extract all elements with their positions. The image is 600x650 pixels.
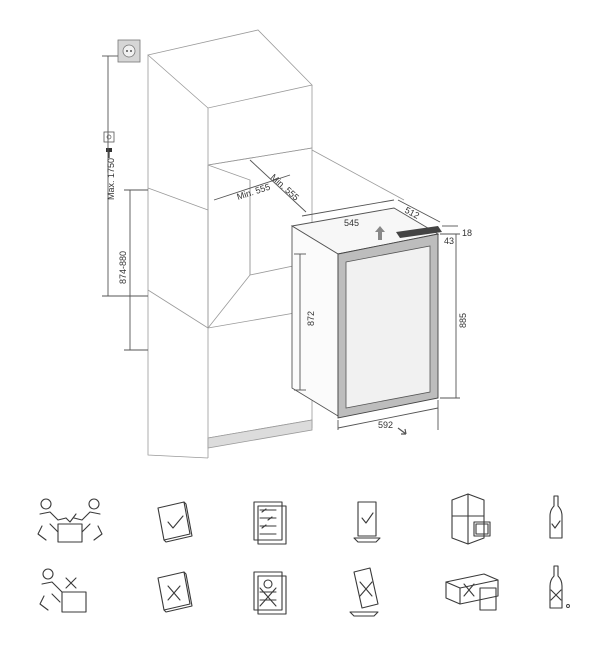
wall-socket-icon bbox=[117, 39, 141, 63]
push-arrow-icon bbox=[397, 427, 407, 435]
door-thickness-label: 18 bbox=[462, 228, 472, 238]
plug-icon bbox=[103, 131, 115, 158]
cabinet-stack-icon bbox=[451, 493, 491, 545]
single-person-lift-no-icon bbox=[39, 568, 87, 613]
tilted-transport-no-icon bbox=[349, 567, 379, 617]
top-width-label: 545 bbox=[344, 218, 359, 228]
checklist-document-icon bbox=[253, 501, 287, 545]
total-height-label: 885 bbox=[458, 313, 468, 328]
max-height-label: Max. 1750 bbox=[106, 158, 116, 200]
appliance-dimension-lines bbox=[294, 199, 460, 430]
manual-check-icon bbox=[157, 501, 193, 543]
manual-cross-icon bbox=[157, 571, 193, 613]
niche-width-label: Min. 555 bbox=[236, 182, 272, 202]
two-person-lift-icon bbox=[37, 498, 103, 543]
door-width-label: 592 bbox=[378, 420, 393, 430]
bottle-no-icon bbox=[549, 565, 570, 609]
document-cross-icon bbox=[253, 571, 287, 615]
niche-height-label: 874-880 bbox=[118, 251, 128, 284]
height-dimension-lines bbox=[102, 55, 148, 351]
tall-cabinet bbox=[147, 29, 313, 459]
niche-dimension-lines bbox=[213, 159, 307, 213]
door-offset-label: 43 bbox=[444, 236, 454, 246]
body-height-label: 872 bbox=[306, 311, 316, 326]
wine-cooler bbox=[290, 207, 442, 419]
cabinet-flat-no-icon bbox=[445, 573, 499, 611]
upright-transport-icon bbox=[353, 501, 381, 543]
bottle-upright-icon bbox=[549, 495, 563, 539]
